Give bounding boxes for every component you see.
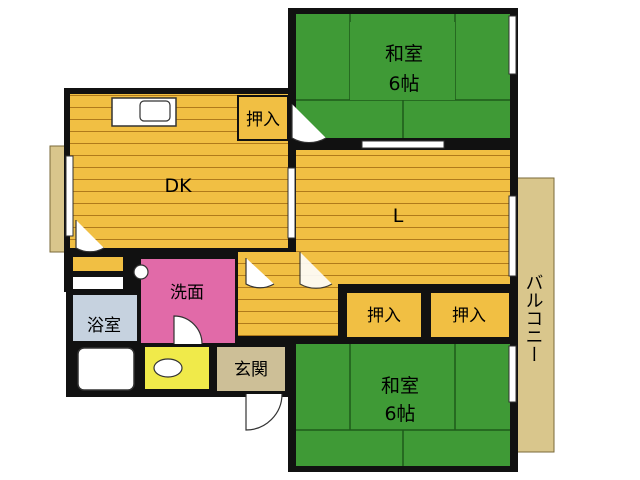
oshiire-mid2-label: 押入 [452,306,486,326]
oshiire-mid1 [345,291,423,339]
oshiire-top-label: 押入 [246,110,280,130]
bath-room [71,293,139,343]
yokushitsu-label: 浴室 [87,316,121,336]
oshiire-top [237,95,289,141]
genkan-area [215,345,287,393]
balcony-label: バルコニー [523,273,544,363]
genkan-label: 玄関 [234,360,268,380]
washitsu-bottom-size: 6帖 [384,403,415,425]
balcony-right [511,177,555,453]
washitsu-top-label: 和室 [385,43,423,65]
living-room [296,150,510,284]
washbasin-icon [133,264,149,280]
toilet-icon [153,358,183,378]
washitsu-bottom-label: 和室 [381,375,419,397]
bathtub-icon [77,347,135,391]
oshiire-mid2 [429,291,511,339]
washitsu-top-size: 6帖 [388,73,419,95]
senmen-label: 洗面 [170,283,204,303]
dk-label: DK [164,175,192,197]
oshiire-mid1-label: 押入 [367,306,401,326]
living-label: L [393,205,404,227]
